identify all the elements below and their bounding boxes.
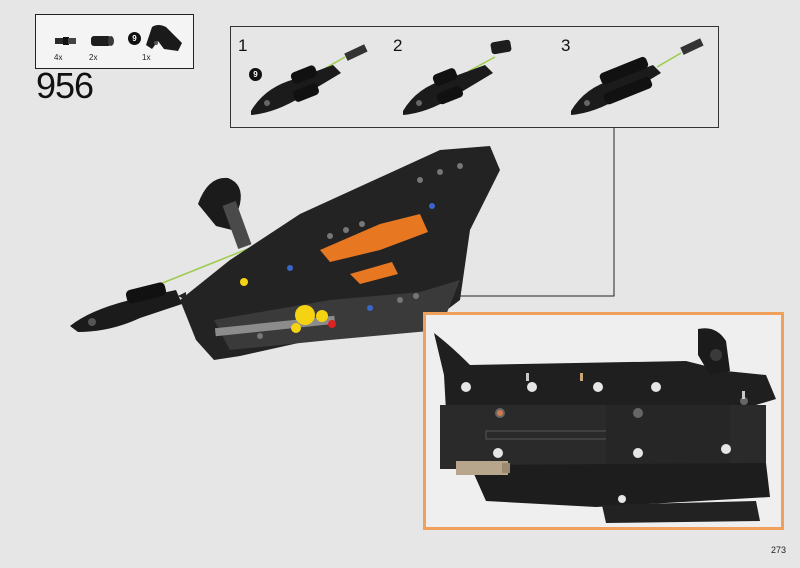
substeps-box: 1 9 2 3 bbox=[230, 26, 719, 128]
step-number: 956 bbox=[36, 65, 94, 106]
substep-3-illustration bbox=[571, 38, 704, 115]
substep-1-callout-badge: 9 bbox=[249, 68, 262, 81]
parts-list-box: 4x 2x 9 1x bbox=[35, 14, 194, 69]
detail-view-box bbox=[423, 312, 784, 530]
substep-3-label: 3 bbox=[561, 36, 571, 55]
substep-2-illustration bbox=[403, 39, 512, 115]
fairing-panel-icon bbox=[146, 25, 182, 51]
parts-qty-fairing: 1x bbox=[142, 53, 151, 62]
substep-2-label: 2 bbox=[393, 36, 403, 55]
parts-qty-tube: 2x bbox=[89, 53, 98, 62]
parts-callout-badge: 9 bbox=[128, 32, 141, 45]
page-number: 273 bbox=[770, 545, 786, 555]
substep-1-illustration bbox=[251, 44, 368, 115]
tube-icon bbox=[91, 36, 114, 46]
pin-with-axle-icon bbox=[55, 37, 76, 45]
detail-illustration bbox=[434, 328, 776, 523]
substep-1-label: 1 bbox=[238, 36, 248, 55]
parts-qty-pin: 4x bbox=[54, 53, 63, 62]
